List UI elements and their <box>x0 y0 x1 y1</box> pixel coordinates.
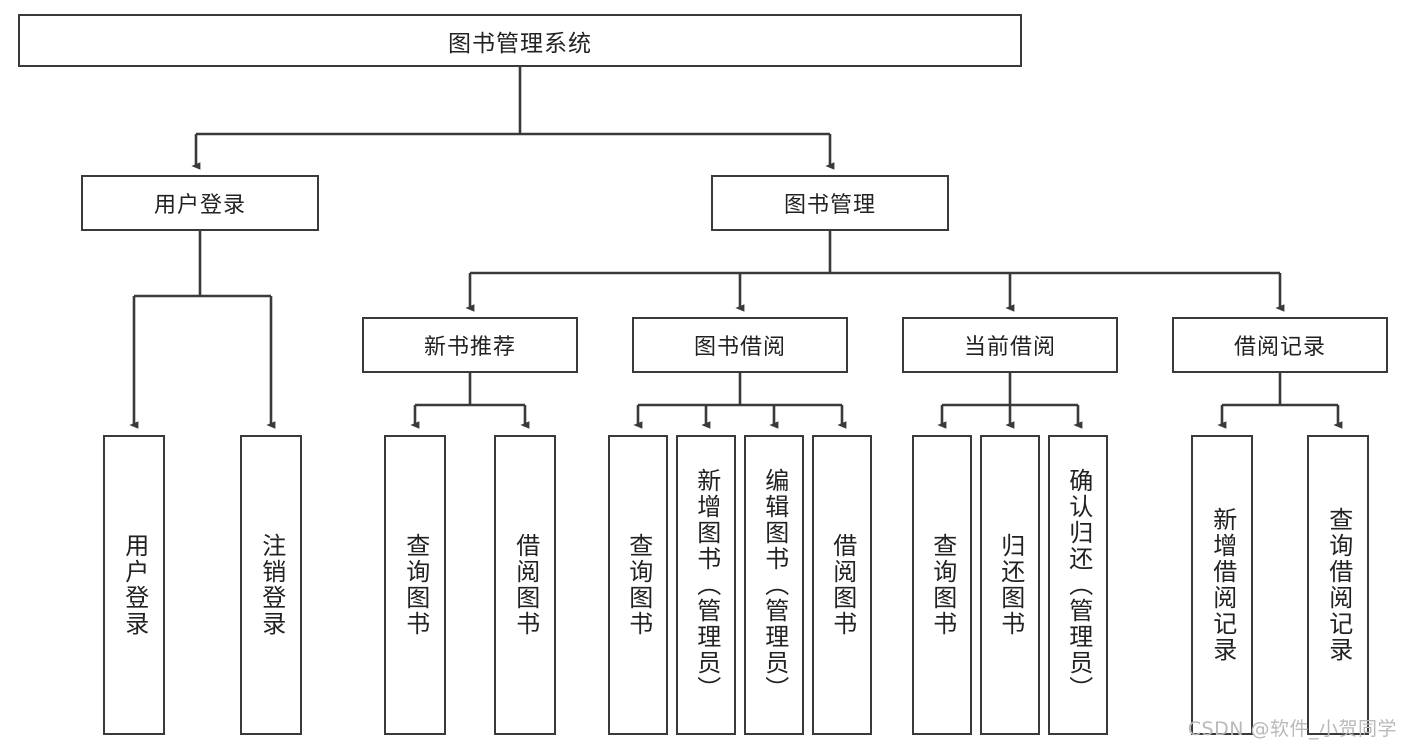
leaf-label: 查询图书 <box>624 533 653 637</box>
node-current-borrow[interactable]: 当前借阅 <box>902 317 1118 373</box>
leaf-label: 新增图书（管理员） <box>692 468 721 702</box>
leaf-label: 确认归还（管理员） <box>1064 468 1093 702</box>
leaf-new-book-borrow[interactable]: 借阅图书 <box>494 435 556 735</box>
leaf-book-borrow-borrow[interactable]: 借阅图书 <box>812 435 872 735</box>
watermark-credit: CSDN @软件_小贺同学 <box>1187 718 1397 740</box>
node-user-login[interactable]: 用户登录 <box>81 175 319 231</box>
leaf-label: 查询图书 <box>401 533 430 637</box>
leaf-current-borrow-return[interactable]: 归还图书 <box>980 435 1040 735</box>
leaf-current-borrow-query[interactable]: 查询图书 <box>912 435 972 735</box>
node-new-book-recommend[interactable]: 新书推荐 <box>362 317 578 373</box>
leaf-label: 归还图书 <box>996 533 1025 637</box>
leaf-label: 新增借阅记录 <box>1208 507 1237 663</box>
leaf-book-borrow-add[interactable]: 新增图书（管理员） <box>676 435 736 735</box>
leaf-book-borrow-edit[interactable]: 编辑图书（管理员） <box>744 435 804 735</box>
leaf-current-borrow-confirm-return[interactable]: 确认归还（管理员） <box>1048 435 1108 735</box>
node-book-management[interactable]: 图书管理 <box>711 175 949 231</box>
leaf-label: 查询图书 <box>928 533 957 637</box>
node-book-borrow[interactable]: 图书借阅 <box>632 317 848 373</box>
node-borrow-record[interactable]: 借阅记录 <box>1172 317 1388 373</box>
leaf-user-login-signin[interactable]: 用户登录 <box>103 435 165 735</box>
leaf-borrow-record-query[interactable]: 查询借阅记录 <box>1307 435 1369 735</box>
leaf-label: 借阅图书 <box>828 533 857 637</box>
node-root-system[interactable]: 图书管理系统 <box>18 14 1022 67</box>
leaf-label: 注销登录 <box>257 533 286 637</box>
leaf-label: 查询借阅记录 <box>1324 507 1353 663</box>
leaf-user-login-signout[interactable]: 注销登录 <box>240 435 302 735</box>
leaf-label: 借阅图书 <box>511 533 540 637</box>
leaf-book-borrow-query[interactable]: 查询图书 <box>608 435 668 735</box>
leaf-label: 用户登录 <box>120 533 149 637</box>
leaf-borrow-record-add[interactable]: 新增借阅记录 <box>1191 435 1253 735</box>
leaf-new-book-query[interactable]: 查询图书 <box>384 435 446 735</box>
leaf-label: 编辑图书（管理员） <box>760 468 789 702</box>
